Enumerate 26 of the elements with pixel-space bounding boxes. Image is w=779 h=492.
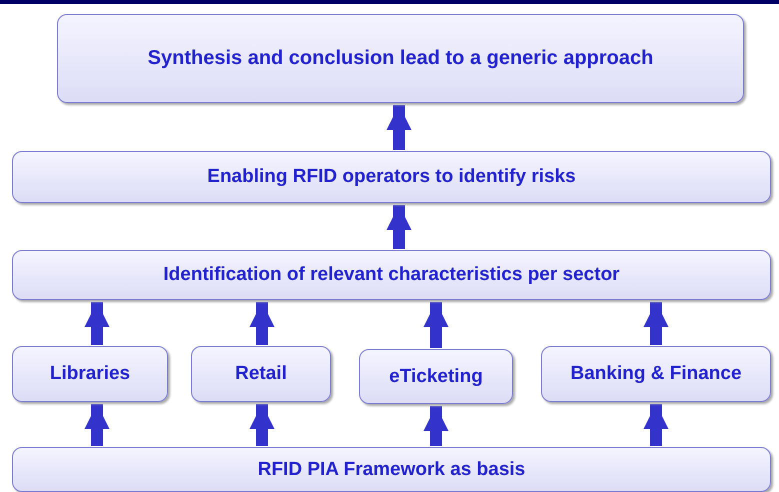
process-box	[541, 346, 771, 402]
process-box	[12, 447, 771, 492]
process-box	[12, 346, 168, 402]
block-arrow	[386, 105, 412, 150]
process-box	[57, 14, 744, 103]
process-box	[191, 346, 331, 402]
block-arrow	[386, 205, 412, 249]
box-label: Synthesis and conclusion lead to a generic approach	[148, 47, 654, 70]
box-label: Identification of relevant characteristics per sector	[163, 264, 620, 286]
box-label: Libraries	[50, 363, 130, 385]
box-label: RFID PIA Framework as basis	[258, 458, 526, 480]
block-arrow	[249, 404, 275, 446]
block-arrow	[643, 404, 669, 446]
block-arrow	[249, 302, 275, 345]
process-box	[359, 349, 513, 404]
block-arrow	[84, 302, 110, 345]
block-arrow	[643, 302, 669, 345]
box-label: Enabling RFID operators to identify risks	[207, 166, 576, 188]
block-arrow	[84, 404, 110, 446]
block-arrow	[423, 406, 449, 446]
box-label: Banking & Finance	[570, 363, 742, 385]
block-arrow	[423, 302, 449, 348]
process-box	[12, 250, 771, 300]
box-label: eTicketing	[389, 366, 483, 388]
box-label: Retail	[235, 363, 287, 385]
process-box	[12, 151, 771, 203]
